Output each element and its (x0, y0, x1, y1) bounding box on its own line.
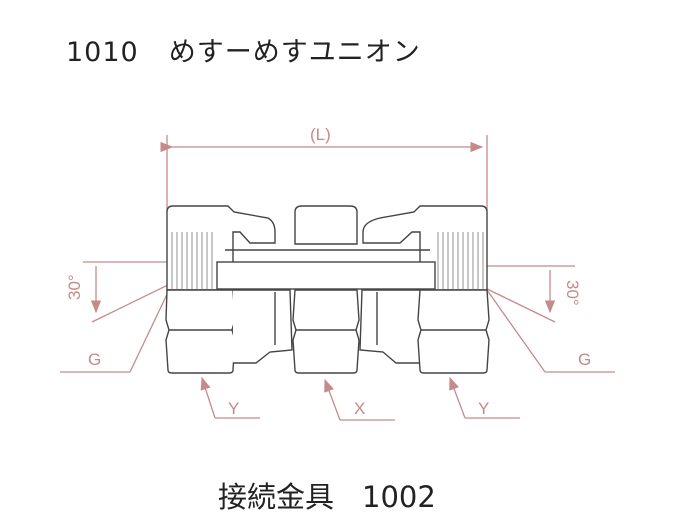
caption-code: 1002 (362, 480, 436, 514)
thread-right-label: G (578, 350, 591, 369)
hex-center-label: X (354, 399, 365, 418)
page-title: 1010 めすーめすユニオン (66, 30, 421, 69)
thread-left-label: G (88, 350, 101, 369)
hex-right-label: Y (478, 399, 489, 418)
title-name: めすーめすユニオン (168, 37, 421, 68)
fitting-outline (165, 205, 490, 374)
title-code: 1010 (66, 37, 139, 68)
dimension-lines (60, 135, 615, 421)
caption: 接続金具 1002 (218, 474, 436, 516)
caption-name: 接続金具 (218, 480, 335, 514)
hex-left-label: Y (228, 399, 239, 418)
angle-right-label: 30° (563, 280, 582, 306)
angle-left-label: 30° (65, 274, 84, 300)
length-label: (L) (310, 125, 331, 144)
